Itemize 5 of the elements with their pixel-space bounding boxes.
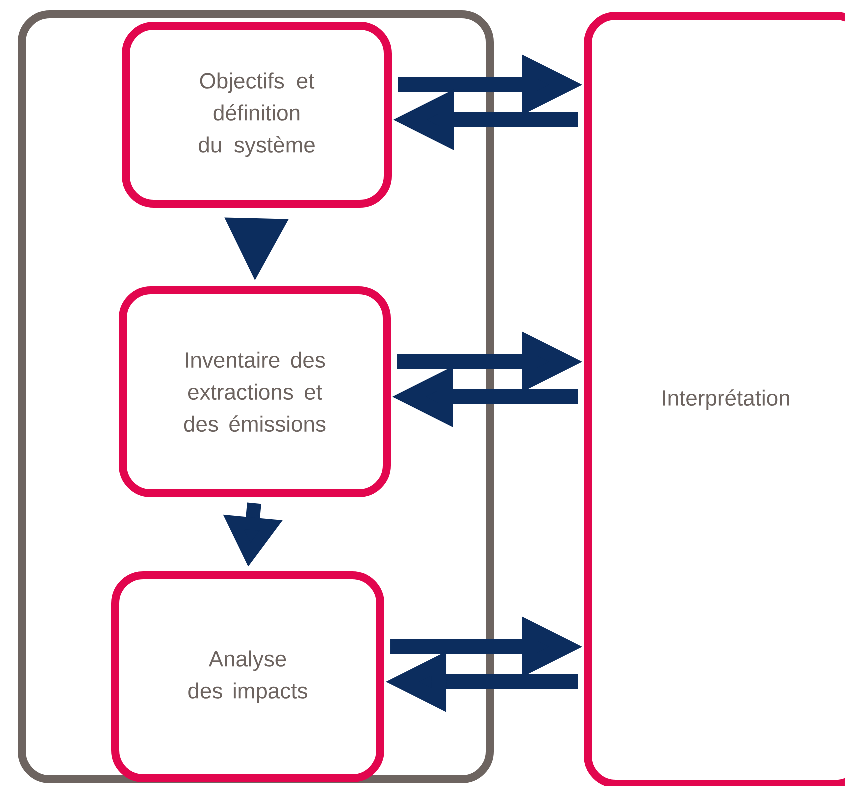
process-box: Inventaire des extractions et des émissions [119,286,391,498]
process-box: Objectifs et définition du système [122,22,392,208]
interpretation-panel: Interprétation [584,12,845,786]
group-frame [18,10,494,784]
process-box: Analyse des impacts [112,571,384,782]
